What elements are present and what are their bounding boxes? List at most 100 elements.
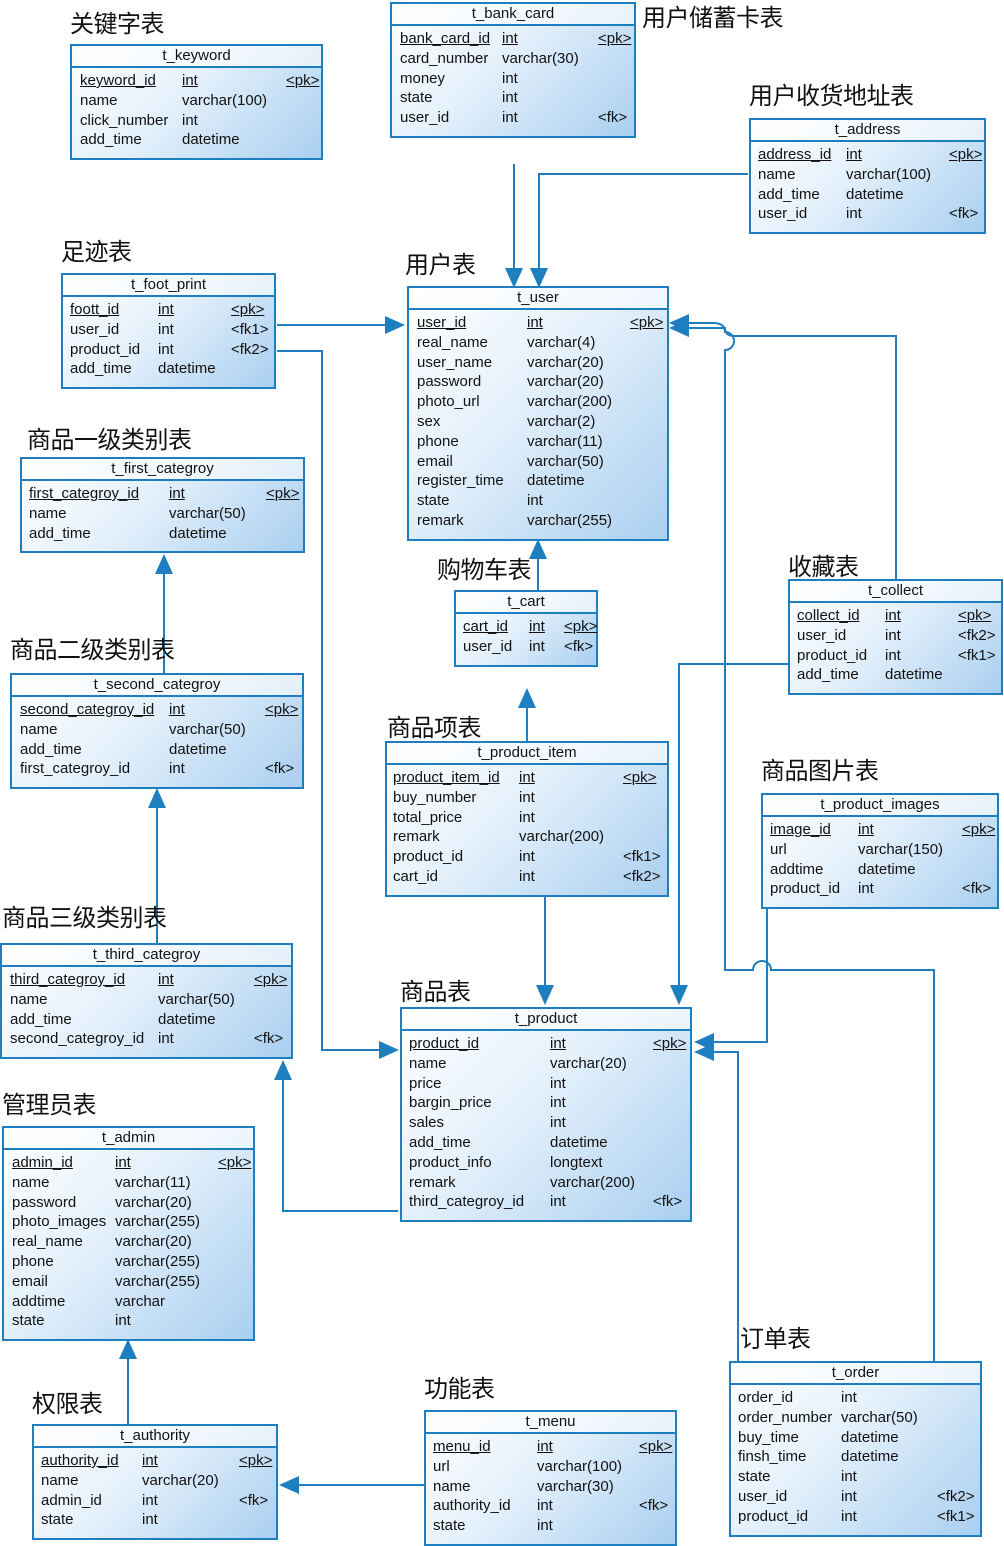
column-type: int: [529, 637, 545, 655]
link-productimages-product: [696, 909, 768, 1043]
column-type: int: [527, 492, 543, 510]
column-name: card_number: [400, 49, 489, 67]
link-address-user: [538, 173, 748, 288]
arrowhead-icon: [279, 1476, 299, 1494]
column-key: <pk>: [949, 146, 983, 163]
column-type: datetime: [846, 185, 904, 203]
column-name: product_id: [738, 1507, 809, 1525]
column-name: email: [417, 452, 453, 470]
column-key: <fk>: [962, 880, 992, 898]
column-name: add_time: [10, 1010, 72, 1028]
table-caption: 商品项表: [387, 714, 482, 742]
column-type: varchar(11): [115, 1173, 191, 1191]
table-caption: 购物车表: [437, 556, 532, 584]
column-key: <fk>: [239, 1491, 269, 1509]
column-type: varchar(50): [841, 1408, 918, 1426]
table-name: t_foot_print: [63, 275, 274, 297]
column-name: order_number: [738, 1408, 833, 1426]
column-key: <fk1>: [623, 848, 661, 866]
column-name: state: [417, 492, 450, 510]
column-name: url: [770, 840, 787, 858]
column-key: <pk>: [639, 1438, 673, 1455]
column-name: cart_id: [463, 618, 509, 635]
column-type: int: [841, 1507, 857, 1525]
column-name: total_price: [393, 808, 463, 826]
table-name: t_third_categroy: [2, 945, 291, 967]
column-name: product_id: [393, 848, 464, 866]
column-name: third_categroy_id: [409, 1193, 525, 1211]
column-name: add_time: [20, 740, 82, 758]
column-name: third_categroy_id: [10, 971, 126, 988]
column-key: <pk>: [962, 821, 996, 838]
column-type: int: [502, 109, 518, 127]
column-name: user_id: [417, 314, 467, 331]
column-name: name: [758, 165, 796, 183]
link-collect-product: [678, 663, 788, 1003]
column-type: int: [519, 867, 535, 885]
column-type: int: [841, 1468, 857, 1486]
column-name: product_id: [70, 340, 141, 358]
column-type: int: [550, 1035, 566, 1052]
column-key: <fk>: [564, 637, 594, 655]
arrowhead-icon: [119, 1339, 137, 1359]
column-name: state: [433, 1517, 466, 1535]
column-key: <fk>: [949, 205, 979, 223]
column-type: varchar(150): [858, 840, 944, 858]
column-name: remark: [417, 511, 464, 529]
arrowhead-icon: [694, 1043, 714, 1061]
column-key: <pk>: [286, 72, 320, 89]
arrowhead-icon: [505, 268, 523, 288]
column-type: int: [158, 340, 174, 358]
column-type: int: [158, 320, 174, 338]
column-name: address_id: [758, 146, 832, 163]
column-type: datetime: [841, 1428, 899, 1446]
table-name: t_authority: [34, 1426, 276, 1448]
table-caption: 收藏表: [788, 553, 859, 581]
arrowhead-icon: [669, 314, 689, 332]
column-key: <fk>: [639, 1497, 669, 1515]
column-name: image_id: [770, 821, 831, 838]
column-type: int: [169, 485, 185, 502]
column-name: menu_id: [433, 1438, 491, 1455]
